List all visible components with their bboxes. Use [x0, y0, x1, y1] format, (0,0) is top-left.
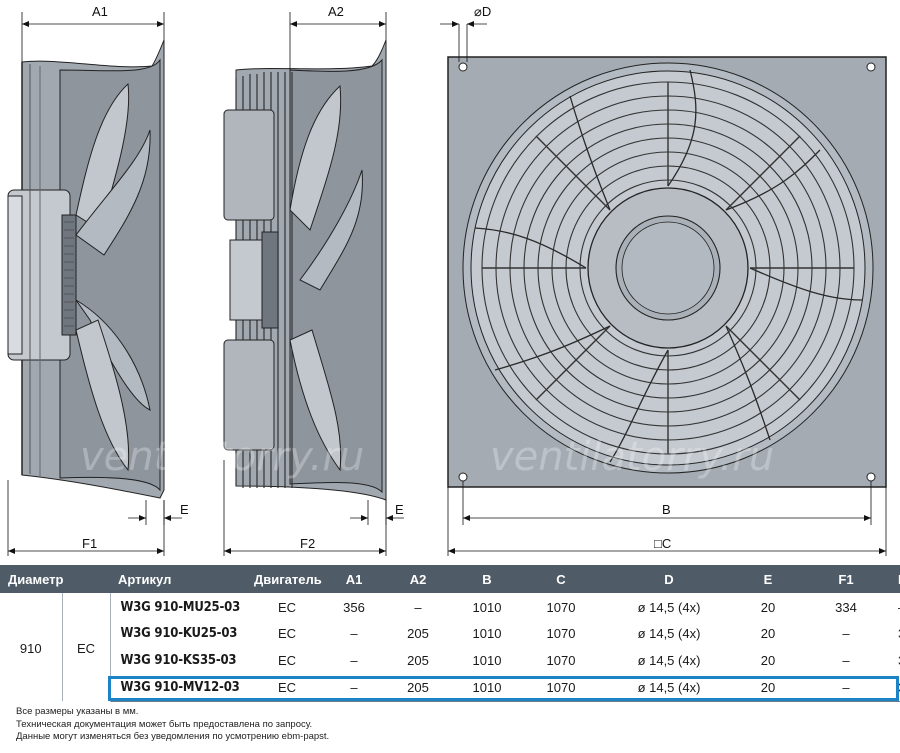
header-f1: F1	[796, 565, 896, 593]
header-c: C	[524, 565, 598, 593]
diameter-cell: 910	[0, 593, 63, 701]
e-cell: 20	[760, 626, 776, 641]
motor-cell: EC	[277, 600, 297, 615]
motor-group-cell: EC	[62, 593, 111, 701]
table-row: W3G 910-KS35-03 EC – 205 1010 1070 ø 14,…	[0, 647, 900, 674]
a1-cell: 356	[343, 600, 365, 615]
table-header-row: Диаметр Артикул Двигатель A1 A2 B C D E …	[0, 565, 900, 593]
motor-cell: EC	[277, 653, 297, 668]
d-cell: ø 14,5 (4x)	[637, 653, 701, 668]
watermark-left: ventilatorry.ru	[80, 434, 364, 480]
model-cell: W3G 910-MU25-03	[120, 600, 241, 615]
note-units: Все размеры указаны в мм.	[16, 706, 139, 717]
f2-cell: 338	[896, 647, 900, 674]
header-f2: F2	[896, 565, 900, 593]
side-view-fan-2	[223, 39, 387, 501]
note-documentation: Техническая документация может быть пред…	[16, 718, 313, 730]
e-cell: 20	[740, 674, 796, 702]
watermark-right: ventilatorry.ru	[490, 434, 774, 480]
b-cell: 1010	[450, 674, 524, 702]
a1-cell: –	[322, 674, 386, 702]
d-cell: ø 14,5 (4x)	[598, 674, 740, 702]
a2-cell: 205	[407, 626, 429, 641]
side-view-fan-1	[7, 39, 165, 499]
a2-cell: 205	[407, 653, 429, 668]
b-cell: 1010	[472, 653, 502, 668]
label-f1: F1	[82, 536, 97, 551]
header-a1: A1	[322, 565, 386, 593]
header-e: E	[740, 565, 796, 593]
model-cell: W3G 910-KS35-03	[120, 653, 237, 668]
model-cell: W3G 910-KU25-03	[120, 626, 238, 641]
c-cell: 1070	[524, 674, 598, 702]
header-b: B	[450, 565, 524, 593]
f1-cell: –	[796, 674, 896, 702]
c-cell: 1070	[546, 653, 576, 668]
label-c: □C	[654, 536, 671, 551]
f2-cell: –	[896, 593, 900, 620]
b-cell: 1010	[472, 600, 502, 615]
f2-cell: 338	[896, 674, 900, 702]
motor-cell: EC	[277, 626, 297, 641]
label-b: B	[662, 502, 671, 517]
label-d: ⌀D	[474, 4, 491, 19]
footnotes: Все размеры указаны в мм. Техническая до…	[16, 706, 329, 744]
model-cell: W3G 910-MV12-03	[110, 674, 252, 702]
a2-cell: –	[414, 600, 422, 615]
table-row-highlighted: W3G 910-MV12-03 EC – 205 1010 1070 ø 14,…	[0, 674, 900, 702]
c-cell: 1070	[546, 626, 576, 641]
e-cell: 20	[760, 600, 776, 615]
a2-cell: 205	[386, 674, 450, 702]
header-diameter: Диаметр	[0, 565, 110, 593]
e-cell: 20	[760, 653, 776, 668]
f2-cell: 338	[896, 620, 900, 647]
b-cell: 1010	[472, 626, 502, 641]
dimension-lines	[7, 12, 887, 556]
label-e-left: E	[180, 502, 189, 517]
front-view	[447, 56, 887, 488]
label-f2: F2	[300, 536, 315, 551]
header-article: Артикул	[110, 565, 252, 593]
header-motor: Двигатель	[252, 565, 322, 593]
table-row: 910 EC W3G 910-MU25-03 EC 356 – 1010 107…	[0, 593, 900, 701]
label-a1: A1	[92, 4, 108, 19]
note-changes: Данные могут изменяться без уведомления …	[16, 731, 330, 742]
a1-cell: –	[350, 653, 358, 668]
d-cell: ø 14,5 (4x)	[637, 600, 701, 615]
table-row: W3G 910-KU25-03 EC – 205 1010 1070 ø 14,…	[0, 620, 900, 647]
f1-cell: –	[842, 626, 850, 641]
label-e-mid: E	[395, 502, 404, 517]
c-cell: 1070	[546, 600, 576, 615]
motor-cell: EC	[252, 674, 322, 702]
spec-table: Диаметр Артикул Двигатель A1 A2 B C D E …	[0, 565, 900, 702]
dimension-drawing: ventilatorry.ru ventilatorry.ru	[7, 4, 887, 556]
label-a2: A2	[328, 4, 344, 19]
d-cell: ø 14,5 (4x)	[637, 626, 701, 641]
header-a2: A2	[386, 565, 450, 593]
f1-cell: 334	[835, 600, 857, 615]
a1-cell: –	[350, 626, 358, 641]
f1-cell: –	[842, 653, 850, 668]
header-d: D	[598, 565, 740, 593]
